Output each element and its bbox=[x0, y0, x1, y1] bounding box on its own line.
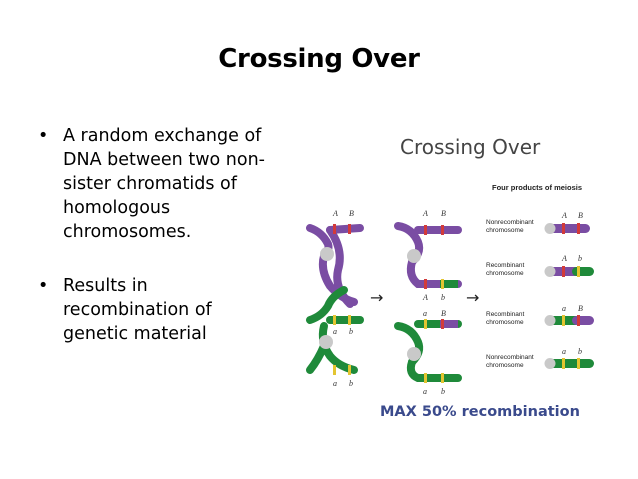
crossing-over-diagram: Crossing Over Four products of meiosis A… bbox=[306, 135, 594, 420]
figure-title: Crossing Over bbox=[400, 135, 541, 159]
bullet-list: • A random exchange of DNA between two n… bbox=[38, 124, 278, 346]
allele-label: A bbox=[422, 209, 428, 218]
allele-label: b bbox=[578, 254, 582, 263]
allele-label: a bbox=[333, 379, 337, 388]
allele-label: b bbox=[441, 387, 445, 396]
figure-footer: MAX 50% recombination bbox=[380, 404, 580, 420]
bullet-item: • A random exchange of DNA between two n… bbox=[38, 124, 278, 244]
product-label: Recombinant bbox=[486, 311, 524, 318]
allele-label: a bbox=[333, 327, 337, 336]
allele-label: A bbox=[561, 211, 567, 220]
allele-label: b bbox=[578, 347, 582, 356]
bullet-marker: • bbox=[38, 126, 49, 146]
allele-label: B bbox=[441, 209, 446, 218]
product-label: chromosome bbox=[486, 319, 524, 326]
allele-label: a bbox=[562, 347, 566, 356]
allele-label: B bbox=[349, 209, 354, 218]
product-row: Recombinant chromosome A b bbox=[486, 254, 594, 277]
allele-label: b bbox=[441, 293, 445, 302]
allele-label: B bbox=[578, 304, 583, 313]
product-row: Recombinant chromosome a B bbox=[486, 304, 594, 326]
stage-2-chromosomes: A B A b a B bbox=[394, 209, 462, 396]
allele-label: a bbox=[423, 309, 427, 318]
allele-label: A bbox=[422, 293, 428, 302]
bullet-item: • Results in recombination of genetic ma… bbox=[38, 274, 278, 346]
allele-label: B bbox=[578, 211, 583, 220]
product-label: chromosome bbox=[486, 362, 524, 369]
bullet-text: Results in recombination of genetic mate… bbox=[63, 276, 212, 344]
allele-label: A bbox=[561, 254, 567, 263]
allele-label: a bbox=[562, 304, 566, 313]
products-heading: Four products of meiosis bbox=[492, 183, 582, 192]
product-label: chromosome bbox=[486, 270, 524, 277]
product-label: Nonrecombinant bbox=[486, 354, 534, 361]
allele-label: a bbox=[423, 387, 427, 396]
crossing-over-figure: Crossing Over Four products of meiosis A… bbox=[300, 120, 620, 430]
stage-1-chromosomes: A B a b a b bbox=[306, 209, 364, 388]
allele-label: A bbox=[332, 209, 338, 218]
product-row: Nonrecombinant chromosome a b bbox=[486, 347, 594, 369]
arrow-icon: → bbox=[466, 288, 479, 307]
allele-label: b bbox=[349, 327, 353, 336]
bullet-text: A random exchange of DNA between two non… bbox=[63, 126, 265, 242]
arrow-icon: → bbox=[370, 288, 383, 307]
product-label: Recombinant bbox=[486, 262, 524, 269]
product-row: Nonrecombinant chromosome A B bbox=[486, 211, 590, 234]
slide-title: Crossing Over bbox=[218, 44, 420, 74]
allele-label: b bbox=[349, 379, 353, 388]
product-label: Nonrecombinant bbox=[486, 219, 534, 226]
product-label: chromosome bbox=[486, 227, 524, 234]
allele-label: B bbox=[441, 309, 446, 318]
bullet-marker: • bbox=[38, 276, 49, 296]
